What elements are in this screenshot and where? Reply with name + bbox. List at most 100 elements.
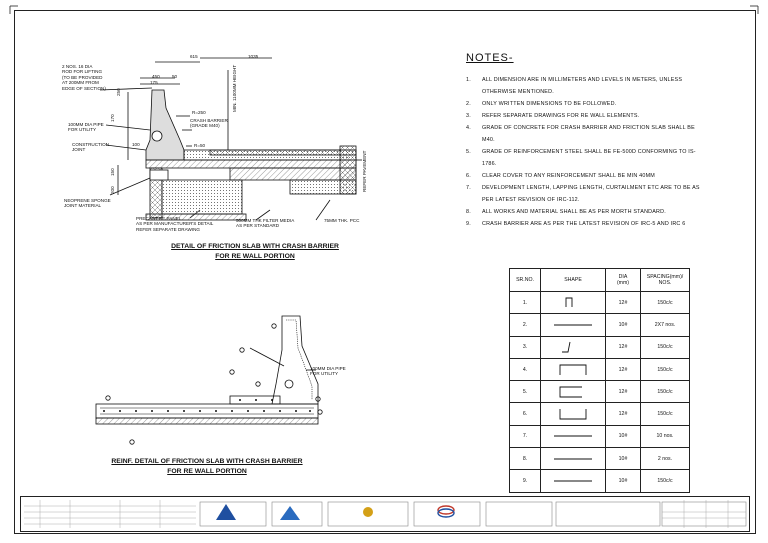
bbs-sr: 3. — [509, 335, 541, 359]
bbs-row: 2.10#2X7 nos. — [509, 313, 690, 337]
bar-shape-straight-icon — [554, 435, 592, 437]
bbs-spacing: 2X7 nos. — [640, 313, 690, 337]
bbs-spacing: 150c/c — [640, 290, 690, 315]
detail-2-caption: REINF. DETAIL OF FRICTION SLAB WITH CRAS… — [82, 457, 332, 477]
r250-label: R=250 — [192, 110, 206, 115]
note-text: ALL DIMENSION ARE IN MILLIMETERS AND LEV… — [482, 77, 683, 95]
note-text: GRADE OF REINFORCEMENT STEEL SHALL BE FE… — [482, 149, 696, 167]
bbs-sr: 5. — [509, 380, 541, 404]
note-text: ONLY WRITTEN DIMENSIONS TO BE FOLLOWED. — [482, 101, 617, 107]
dim-450: 450 — [152, 74, 160, 79]
dim-175: 175 — [150, 80, 158, 85]
bbs-shape — [540, 290, 606, 315]
bbs-sr: 1. — [509, 290, 541, 315]
bbs-row: 9.10#150c/c — [509, 469, 690, 493]
note-item: 1. ALL DIMENSION ARE IN MILLIMETERS AND L… — [466, 74, 700, 98]
note-number: 7. — [466, 185, 471, 191]
bar-shape-u-icon — [559, 409, 587, 420]
bbs-spacing: 150c/c — [640, 402, 690, 426]
bbs-dia: 10# — [605, 447, 641, 471]
bbs-shape — [540, 469, 606, 493]
bbs-header-spacing: SPACING(mm)/ NOS. — [640, 268, 690, 292]
note-text: REFER SEPARATE DRAWINGS FOR RE WALL ELEM… — [482, 113, 640, 119]
bar-bending-schedule: SR.NO. SHAPE DIA (mm) SPACING(mm)/ NOS. … — [509, 268, 690, 493]
bbs-header-sr: SR.NO. — [509, 268, 541, 292]
drawing-frame — [14, 10, 756, 534]
title-block — [20, 496, 750, 532]
dim-170: 170 — [110, 114, 115, 122]
bar-shape-hook-icon — [565, 297, 573, 307]
note-number: 8. — [466, 209, 471, 215]
note-text: ALL WORKS AND MATERIAL SHALL BE AS PER M… — [482, 209, 666, 215]
note-item: 6.CLEAR COVER TO ANY REINFORCEMENT SHALL… — [466, 170, 700, 182]
bar-shape-crank-icon — [562, 342, 571, 353]
bar-shape-straight-icon — [554, 458, 592, 460]
dim-150: 150 — [110, 168, 115, 176]
title-block-logos — [24, 500, 747, 528]
bbs-dia: 10# — [605, 424, 641, 449]
bbs-header-row: SR.NO. SHAPE DIA (mm) SPACING(mm)/ NOS. — [509, 268, 690, 292]
detail-1-caption: DETAIL OF FRICTION SLAB WITH CRASH BARRI… — [150, 242, 360, 262]
bbs-row: 4. 12#150c/c — [509, 357, 690, 382]
pipe-label-2: 100MM DIA PIPE FOR UTILITY — [310, 366, 346, 377]
notes-list: 1. ALL DIMENSION ARE IN MILLIMETERS AND L… — [466, 74, 700, 230]
dim-200: 200 — [110, 186, 115, 194]
bbs-sr: 2. — [509, 313, 541, 337]
note-item: 4.GRADE OF CONCRETE FOR CRASH BARRIER AN… — [466, 122, 700, 146]
neoprene-label: NEOPRENE SPONGE JOINT MATERIAL — [64, 198, 111, 209]
bbs-shape — [540, 402, 606, 426]
pavement-label: REFER PAVEMENT — [362, 150, 367, 192]
note-item: 3.REFER SEPARATE DRAWINGS FOR RE WALL EL… — [466, 110, 700, 122]
note-number: 4. — [466, 125, 471, 131]
bbs-shape — [540, 335, 606, 359]
bbs-spacing: 10 nos. — [640, 424, 690, 449]
corner-marks — [9, 5, 759, 14]
bbs-row: 1. 12#150c/c — [509, 290, 690, 315]
bbs-row: 3. 12#150c/c — [509, 335, 690, 359]
logo-triangle-icon — [216, 504, 236, 520]
bbs-header-shape: SHAPE — [540, 268, 606, 292]
bar-shape-straight-icon — [554, 480, 592, 482]
pipe-label: 100MM DIA PIPE FOR UTILITY — [68, 122, 104, 133]
detail-1-caption-line1: DETAIL OF FRICTION SLAB WITH CRASH BARRI… — [171, 243, 339, 250]
bbs-spacing: 150c/c — [640, 335, 690, 359]
logo-sun-icon — [363, 507, 373, 517]
note-number: 2. — [466, 101, 471, 107]
note-number: 1. — [466, 77, 471, 83]
bbs-sr: 6. — [509, 402, 541, 426]
construction-joint-label: CONSTRUCTION JOINT — [72, 142, 110, 153]
note-text: CLEAR COVER TO ANY REINFORCEMENT SHALL B… — [482, 173, 655, 179]
notes-block: NOTES- 1.ALL DIMENSION ARE IN MILLIMETER… — [466, 52, 700, 230]
detail-2-caption-line1: REINF. DETAIL OF FRICTION SLAB WITH CRAS… — [111, 458, 303, 465]
bbs-dia: 12# — [605, 357, 641, 382]
precast-panel-label: PRECAST RE PANEL AS PER MANUFACTURER'S D… — [136, 216, 214, 232]
dim-615: 615 — [190, 54, 198, 59]
bbs-dia: 12# — [605, 335, 641, 359]
detail-1-caption-line2: FOR RE WALL PORTION — [215, 253, 295, 260]
note-text: DEVELOPMENT LENGTH, LAPPING LENGTH, CURT… — [482, 185, 700, 203]
height-label: MIN. 1100MM HEIGHT — [232, 64, 237, 112]
logo-ring-icon — [437, 505, 455, 515]
r50-label: R=50 — [194, 143, 206, 148]
bbs-row: 6.12#150c/c — [509, 402, 690, 426]
bbs-shape — [540, 424, 606, 449]
bar-shape-c-open-icon — [559, 386, 582, 398]
note-item: 9. CRASH BARRIER ARE AS PER THE LATEST RE… — [466, 218, 700, 230]
note-text: CRASH BARRIER ARE AS PER THE LATEST REVI… — [482, 221, 686, 227]
bbs-spacing: 150c/c — [640, 357, 690, 382]
dim-250: 250 — [116, 88, 121, 96]
filter-media-label: 500mm THK FILTER MEDIA AS PER STANDARD — [236, 218, 295, 229]
note-number: 9. — [466, 221, 471, 227]
dim-50: 50 — [172, 74, 178, 79]
dim-100: 100 — [132, 142, 140, 147]
bbs-dia: 12# — [605, 290, 641, 315]
bbs-row: 5.12#150c/c — [509, 380, 690, 404]
crash-barrier-label: CRASH BARRIER (GRADE M40) — [190, 118, 228, 129]
bbs-row: 7.10#10 nos. — [509, 424, 690, 449]
note-item: 7. DEVELOPMENT LENGTH, LAPPING LENGTH, CU… — [466, 182, 700, 206]
detail-1-section — [99, 57, 362, 221]
logo-mountain-icon — [280, 506, 300, 520]
bbs-sr: 4. — [509, 357, 541, 382]
